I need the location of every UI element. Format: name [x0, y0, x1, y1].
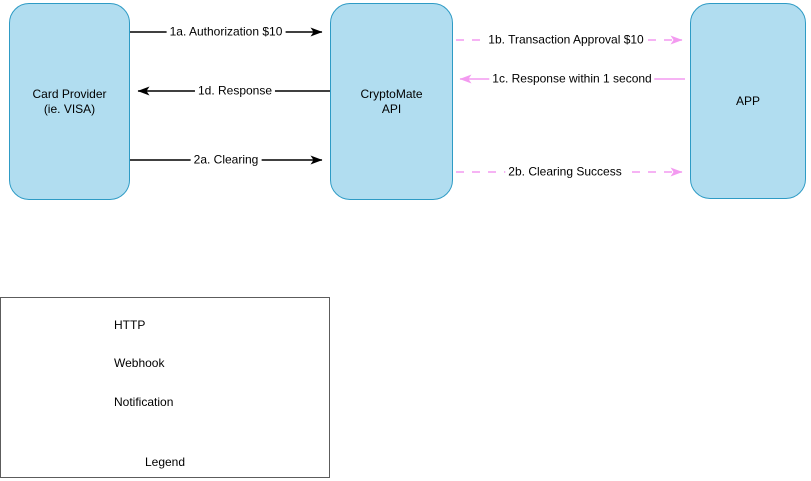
- node-app: APP: [690, 3, 806, 199]
- node-card-provider: Card Provider (ie. VISA): [9, 3, 130, 200]
- arrow-label-2b: 2b. Clearing Success: [505, 164, 625, 180]
- node-cryptomate-api-label: CryptoMate API: [360, 86, 423, 116]
- arrow-label-1b: 1b. Transaction Approval $10: [485, 32, 647, 48]
- arrow-label-2a: 2a. Clearing: [190, 152, 262, 168]
- arrow-label-1c: 1c. Response within 1 second: [489, 71, 655, 87]
- arrow-label-1a: 1a. Authorization $10: [166, 24, 286, 40]
- node-app-label: APP: [735, 93, 760, 108]
- legend-title: Legend: [144, 455, 186, 469]
- node-card-provider-label: Card Provider (ie. VISA): [32, 86, 107, 116]
- legend-box: HTTP Webhook Notification Legend: [0, 297, 330, 478]
- legend-item-webhook-label: Webhook: [114, 356, 165, 370]
- legend-item-http-label: HTTP: [114, 318, 146, 332]
- arrow-label-1d: 1d. Response: [194, 83, 276, 99]
- node-cryptomate-api: CryptoMate API: [330, 3, 453, 200]
- legend-item-notification-label: Notification: [114, 395, 174, 409]
